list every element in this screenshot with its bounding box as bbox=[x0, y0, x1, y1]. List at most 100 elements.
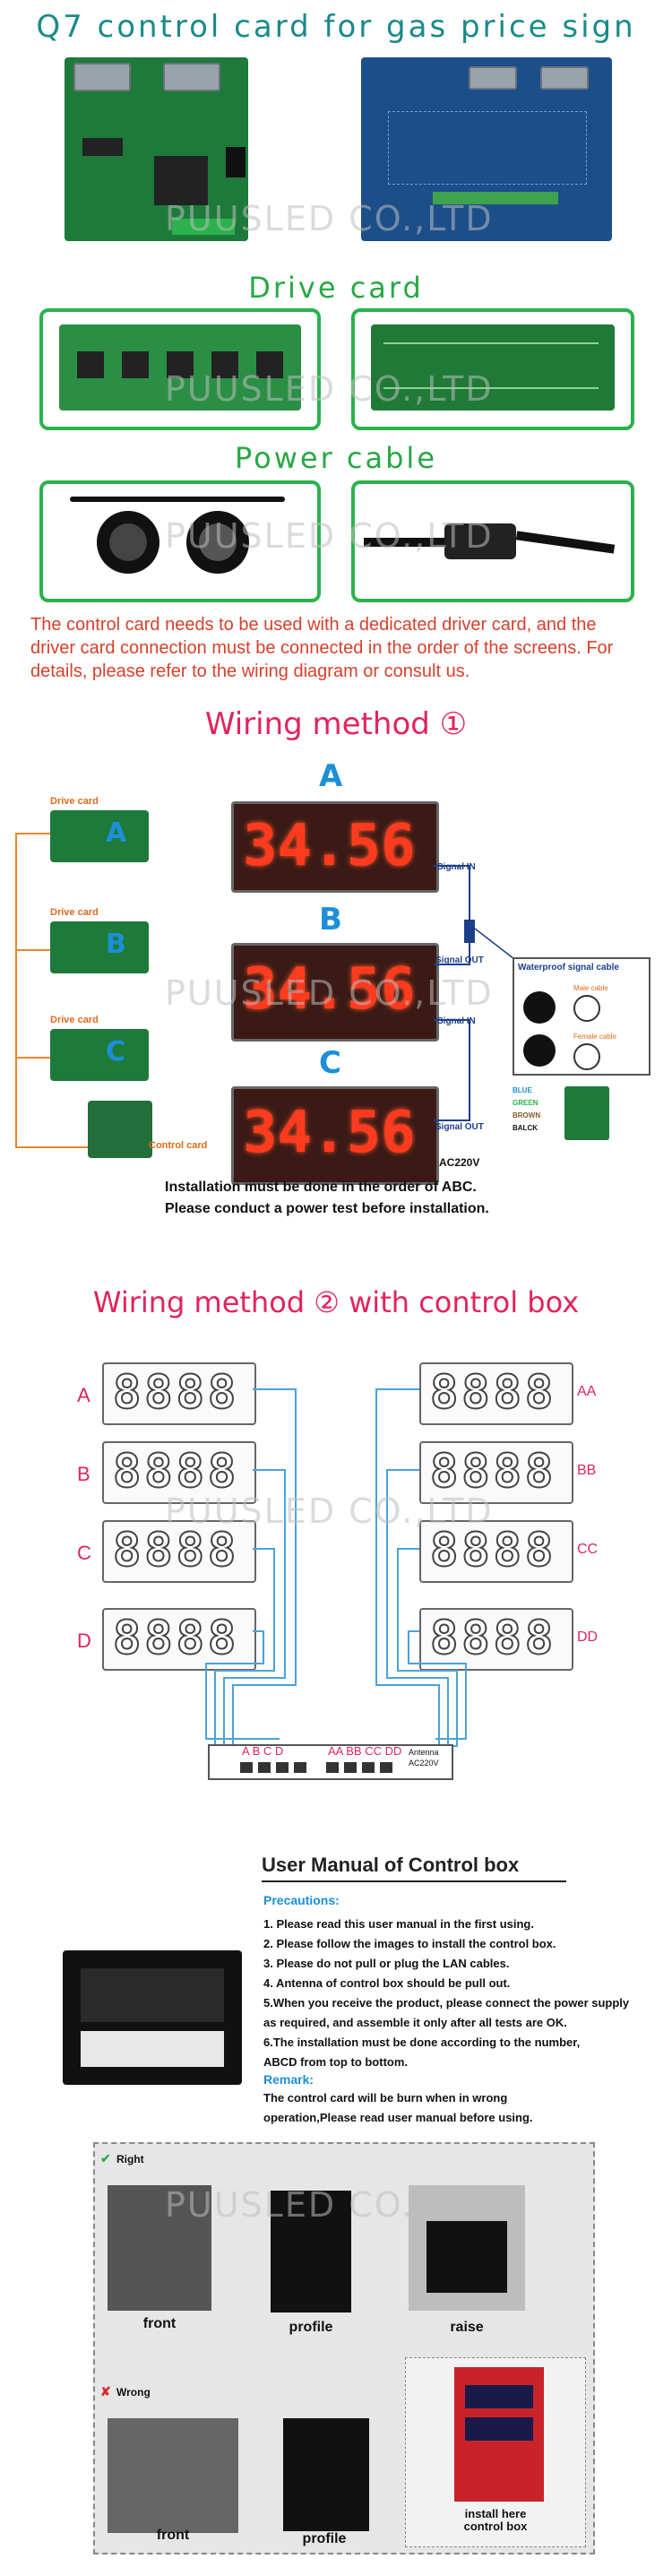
precautions-label: Precautions: bbox=[263, 1893, 340, 1907]
remark-1: The control card will be burn when in wr… bbox=[263, 2091, 508, 2105]
right-label: Right bbox=[116, 2153, 144, 2165]
panel-bb: 8888 bbox=[419, 1441, 573, 1504]
watermark-6: PUUSLED CO.,LTD bbox=[165, 2185, 494, 2225]
sign-letter-c: C bbox=[319, 1045, 341, 1081]
lan-wiring bbox=[205, 1388, 467, 1759]
drive-letter-b: B bbox=[106, 929, 126, 960]
signal-out-b: Signal OUT bbox=[435, 955, 484, 965]
right-front-photo bbox=[108, 2185, 211, 2311]
watermark-2: PUUSLED CO.,LTD bbox=[165, 369, 494, 409]
power-cable-title: Power cable bbox=[234, 441, 437, 475]
box-right-labels: AA BB CC DD bbox=[328, 1744, 402, 1758]
manual-item-5b: as required, and assemble it only after … bbox=[263, 2016, 567, 2029]
watermark-5: PUUSLED CO.,LTD bbox=[165, 1491, 494, 1531]
panel-dd: 8888 bbox=[419, 1608, 573, 1671]
manual-item-3: 3. Please do not pull or plug the LAN ca… bbox=[263, 1957, 510, 1970]
pin-green: GREEN bbox=[513, 1099, 538, 1107]
power-cable-side-frame bbox=[351, 480, 634, 602]
right-profile-caption: profile bbox=[289, 2320, 333, 2335]
page-title: Q7 control card for gas price sign bbox=[36, 9, 636, 45]
watermark-3: PUUSLED CO.,LTD bbox=[165, 516, 494, 556]
watermark-1: PUUSLED CO.,LTD bbox=[165, 199, 494, 238]
male-cable-label: Male cable bbox=[573, 984, 608, 992]
panel-c-digits: 8888 bbox=[112, 1523, 240, 1578]
panel-letter-aa: AA bbox=[577, 1384, 597, 1399]
manual-item-5: 5.When you receive the product, please c… bbox=[263, 1996, 630, 2010]
panel-bb-digits: 8888 bbox=[429, 1444, 557, 1500]
signal-in-a: Signal IN bbox=[437, 862, 476, 872]
drive-card-label-1: Drive card bbox=[50, 796, 99, 807]
drive-card-label-3: Drive card bbox=[50, 1015, 99, 1025]
manual-item-2: 2. Please follow the images to install t… bbox=[263, 1937, 556, 1950]
install-here-text: install here bbox=[464, 2507, 527, 2520]
control-box-strip: A B C D AA BB CC DD Antenna AC220V bbox=[208, 1744, 453, 1780]
control-card-label: Control card bbox=[149, 1140, 208, 1151]
wrong-x-icon: ✘ bbox=[100, 2384, 111, 2399]
sign-letter-a: A bbox=[319, 758, 343, 794]
panel-dd-digits: 8888 bbox=[429, 1611, 557, 1666]
pin-brown: BROWN bbox=[513, 1111, 541, 1119]
ac-label: AC220V bbox=[409, 1759, 439, 1768]
drive-card-back-frame bbox=[351, 308, 634, 430]
manual-title-underline bbox=[262, 1880, 566, 1882]
panel-letter-d: D bbox=[77, 1629, 91, 1652]
panel-b-digits: 8888 bbox=[112, 1444, 240, 1500]
led-sign-a: 34.56 bbox=[231, 801, 439, 893]
gas-sign-photo bbox=[405, 2357, 586, 2547]
pins-legend: BLUE GREEN BROWN BALCK bbox=[513, 1086, 647, 1158]
manual-item-6: 6.The installation must be done accordin… bbox=[263, 2036, 581, 2049]
wrong-front-caption: front bbox=[156, 2528, 190, 2543]
manual-item-4: 4. Antenna of control box should be pull… bbox=[263, 1976, 511, 1990]
panel-cc-digits: 8888 bbox=[429, 1523, 557, 1578]
wrong-label: Wrong bbox=[116, 2386, 151, 2399]
wiring2-title: Wiring method ② with control box bbox=[92, 1285, 580, 1319]
remark-label: Remark: bbox=[263, 2072, 314, 2087]
control-box-text: control box bbox=[463, 2520, 528, 2533]
control-card-mini bbox=[88, 1101, 152, 1158]
right-raise-caption: raise bbox=[450, 2320, 484, 2335]
drive-card-b bbox=[50, 921, 149, 973]
panel-d: 8888 bbox=[102, 1608, 256, 1671]
signal-wiring bbox=[434, 865, 514, 1121]
panel-aa-digits: 8888 bbox=[429, 1365, 557, 1421]
waterproof-cable-inset: Waterproof signal cable Male cable Femal… bbox=[513, 957, 650, 1076]
manual-item-1: 1. Please read this user manual in the f… bbox=[263, 1917, 534, 1931]
panel-aa: 8888 bbox=[419, 1362, 573, 1425]
control-card-front-photo bbox=[65, 57, 248, 241]
ac220v-label: AC220V bbox=[439, 1156, 480, 1169]
orange-wiring bbox=[15, 833, 88, 1148]
panel-c: 8888 bbox=[102, 1520, 256, 1583]
signal-in-b: Signal IN bbox=[437, 1016, 476, 1026]
wiring1-footer-1: Installation must be done in the order o… bbox=[165, 1180, 477, 1195]
panel-cc: 8888 bbox=[419, 1520, 573, 1583]
panel-b: 8888 bbox=[102, 1441, 256, 1504]
panel-letter-cc: CC bbox=[577, 1542, 599, 1557]
waterproof-label: Waterproof signal cable bbox=[518, 963, 619, 972]
led-digits-b: 34.56 bbox=[243, 956, 416, 1023]
signal-out-c: Signal OUT bbox=[435, 1122, 484, 1132]
antenna-label: Antenna bbox=[409, 1748, 439, 1757]
sign-letter-b: B bbox=[319, 902, 342, 938]
led-digits-c: 34.56 bbox=[243, 1100, 416, 1166]
led-digits-a: 34.56 bbox=[243, 813, 416, 879]
watermark-4: PUUSLED CO.,LTD bbox=[165, 973, 494, 1013]
right-front-caption: front bbox=[142, 2316, 177, 2331]
wiring1-title: Wiring method ① bbox=[204, 706, 468, 742]
panel-letter-a: A bbox=[77, 1384, 90, 1406]
manual-item-6b: ABCD from top to bottom. bbox=[263, 2055, 409, 2069]
control-box-photo bbox=[63, 1950, 242, 2085]
box-left-labels: A B C D bbox=[242, 1744, 284, 1758]
manual-title: User Manual of Control box bbox=[262, 1854, 520, 1876]
remark-2: operation,Please read user manual before… bbox=[263, 2111, 533, 2124]
drive-card-label-2: Drive card bbox=[50, 907, 99, 918]
control-card-back-photo bbox=[361, 57, 612, 241]
right-raise-photo bbox=[409, 2185, 525, 2311]
drive-letter-c: C bbox=[106, 1036, 126, 1068]
wrong-profile-caption: profile bbox=[302, 2531, 347, 2546]
install-here-caption: install here control box bbox=[446, 2508, 545, 2533]
led-sign-b: 34.56 bbox=[231, 943, 439, 1042]
wrong-profile-photo bbox=[283, 2418, 369, 2531]
panel-letter-b: B bbox=[77, 1463, 90, 1485]
pin-blue: BLUE bbox=[513, 1086, 532, 1094]
female-cable-label: Female cable bbox=[573, 1033, 617, 1041]
